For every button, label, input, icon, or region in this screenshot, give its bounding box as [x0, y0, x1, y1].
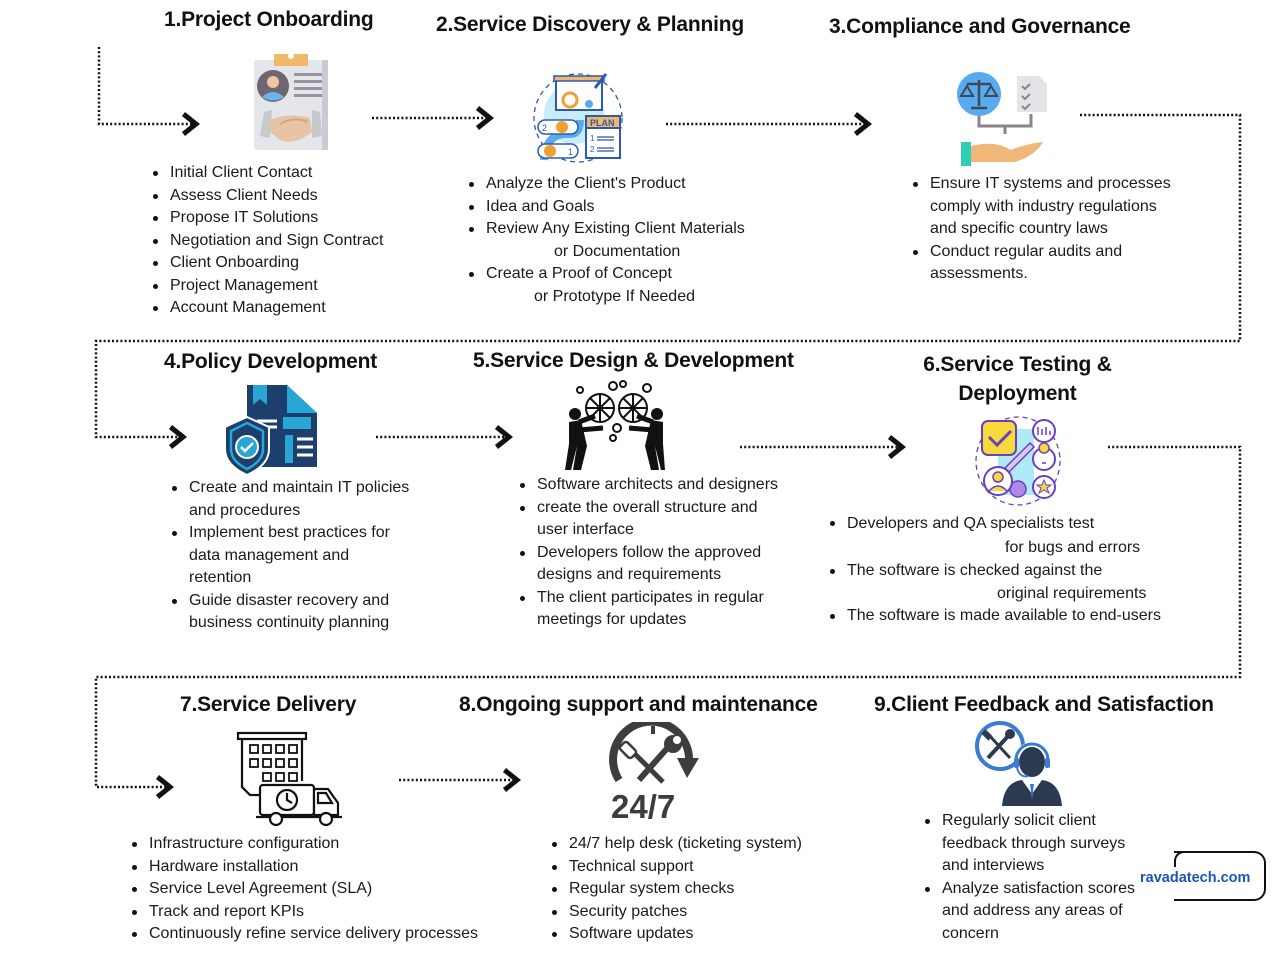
list-item: Account Management [152, 297, 383, 320]
strategy-plan-icon: PLAN 1 2 2 1 [533, 73, 623, 163]
step-7-title: 7.Service Delivery [180, 693, 357, 716]
list-item: Analyze satisfaction scores and address … [925, 878, 1142, 946]
step-9-title: 9.Client Feedback and Satisfaction [874, 693, 1214, 716]
step-8-title: 8.Ongoing support and maintenance [459, 693, 818, 716]
list-item: Negotiation and Sign Contract [152, 230, 383, 253]
list-item: 24/7 help desk (ticketing system) [552, 833, 802, 856]
list-item: Technical support [552, 856, 802, 879]
list-item: Client Onboarding [152, 252, 383, 275]
list-item: Initial Client Contact [152, 162, 383, 185]
list-item: Regularly solicit client feedback throug… [925, 810, 1142, 878]
step-3-list: Ensure IT systems and processes comply w… [908, 173, 1175, 286]
svg-text:1: 1 [590, 134, 595, 143]
step-8-list: 24/7 help desk (ticketing system) Techni… [547, 833, 802, 946]
support-24-7-icon: 24/7 [609, 722, 699, 822]
policy-document-shield-icon [225, 385, 317, 476]
list-item: Implement best practices for data manage… [172, 522, 414, 590]
list-item: The client participates in regular meeti… [520, 587, 787, 632]
brand-frame [1174, 851, 1266, 901]
step-2-title: 2.Service Discovery & Planning [436, 13, 744, 36]
list-item: Continuously refine service delivery pro… [131, 923, 478, 946]
list-item: Assess Client Needs [152, 185, 383, 208]
connector-3-4 [94, 113, 1242, 449]
list-item: Analyze the Client's Product [469, 173, 745, 196]
step-4-title: 4.Policy Development [164, 350, 378, 373]
step-1-list: Initial Client Contact Assess Client Nee… [148, 162, 383, 320]
list-item: Track and report KPIs [131, 901, 478, 924]
list-item: Project Management [152, 275, 383, 298]
list-item: The software is made available to end-us… [830, 605, 1237, 628]
connector-start [97, 47, 201, 136]
brand-link[interactable]: ravadatech.com [1140, 870, 1251, 886]
list-item: Software updates [552, 923, 802, 946]
step-5-list: Software architects and designers create… [515, 474, 787, 632]
scales-checklist-hand-icon [957, 72, 1047, 166]
testing-checklist-icon [975, 416, 1061, 506]
step-2-list: Analyze the Client's Product Idea and Go… [464, 173, 745, 308]
building-delivery-truck-icon [236, 731, 342, 827]
list-item: Security patches [552, 901, 802, 924]
list-item: Ensure IT systems and processes comply w… [913, 173, 1175, 241]
list-item: Propose IT Solutions [152, 207, 383, 230]
list-item: Conduct regular audits and assessments. [913, 241, 1175, 286]
step-6-title: 6.Service Testing & Deployment [923, 353, 1112, 405]
step-3-title: 3.Compliance and Governance [829, 15, 1131, 38]
list-item: Create and maintain IT policies and proc… [172, 477, 414, 522]
step-5-title: 5.Service Design & Development [473, 349, 794, 372]
support-agent-icon [975, 721, 1062, 806]
step-9-list: Regularly solicit client feedback throug… [920, 810, 1142, 945]
list-item: Idea and Goals [469, 196, 745, 219]
list-item: create the overall structure and user in… [520, 497, 787, 542]
clipboard-handshake-icon [254, 53, 328, 150]
connector-6-7 [94, 445, 1242, 799]
support-24-7-label: 24/7 [611, 788, 675, 822]
list-item: Developers follow the approved designs a… [520, 542, 787, 587]
list-item: Hardware installation [131, 856, 478, 879]
people-gears-icon [565, 380, 665, 470]
step-1-title: 1.Project Onboarding [164, 8, 374, 31]
list-item: Infrastructure configuration [131, 833, 478, 856]
list-item: Guide disaster recovery and business con… [172, 590, 414, 635]
plan-label: PLAN [590, 118, 615, 128]
list-item: Software architects and designers [520, 474, 787, 497]
svg-text:2: 2 [590, 145, 595, 154]
list-item: Regular system checks [552, 878, 802, 901]
step-7-list: Infrastructure configuration Hardware in… [127, 833, 478, 946]
step-4-list: Create and maintain IT policies and proc… [167, 477, 414, 635]
svg-text:2: 2 [542, 123, 547, 133]
svg-text:1: 1 [568, 147, 573, 157]
list-item: Service Level Agreement (SLA) [131, 878, 478, 901]
